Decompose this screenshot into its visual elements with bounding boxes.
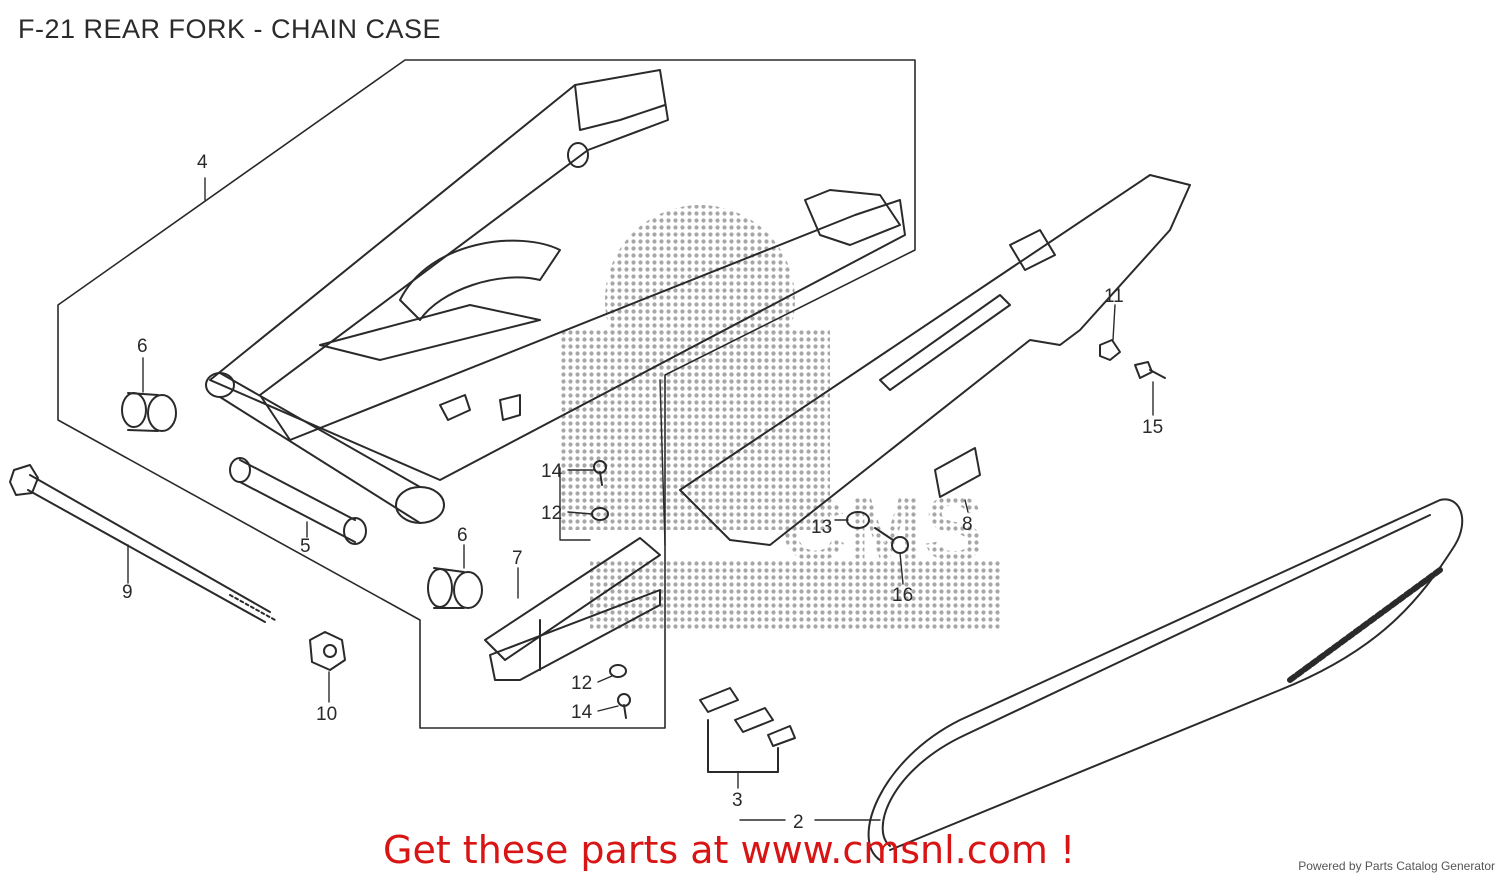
pivot-collar [229, 457, 367, 545]
callout-16: 16 [892, 585, 913, 606]
callout-2: 2 [793, 812, 804, 833]
callout-4: 4 [197, 152, 208, 173]
callout-8: 8 [962, 514, 973, 535]
chain-case-bolt-15 [1134, 361, 1166, 379]
callout-5: 5 [300, 536, 311, 557]
callout-14-upper: 14 [541, 461, 563, 482]
callout-leaders [127, 177, 1154, 821]
callout-6-lower: 6 [457, 525, 468, 546]
chain-case-label [934, 447, 981, 498]
get-parts-link[interactable]: Get these parts at www.cmsnl.com ! [383, 828, 1076, 872]
rear-fork-collar-lower [427, 567, 483, 609]
chain-case-collar-11 [1099, 339, 1121, 361]
chain-slider [484, 537, 661, 681]
rear-fork-group-frame [57, 59, 916, 729]
watermark-text: CMS [780, 478, 984, 580]
chain-joint-set [699, 687, 796, 773]
slider-screw-14-lower [617, 693, 631, 719]
callout-7: 7 [512, 548, 523, 569]
rear-fork-swingarm [205, 69, 906, 524]
chain-case [679, 174, 1191, 546]
pivot-bolt [9, 464, 276, 623]
callout-9: 9 [122, 582, 133, 603]
slider-screw-14-upper [593, 460, 607, 486]
callout-15: 15 [1142, 417, 1163, 438]
pivot-nut [309, 631, 346, 671]
diagram-title: F-21 REAR FORK - CHAIN CASE [18, 14, 442, 44]
watermark-logo: CMS [560, 205, 1000, 630]
callout-11: 11 [1104, 286, 1124, 307]
callout-6-upper: 6 [137, 336, 148, 357]
callout-3: 3 [732, 790, 743, 811]
powered-by-text: Powered by Parts Catalog Generator [1298, 859, 1495, 873]
rear-fork-collar-upper [121, 392, 177, 432]
callout-14-lower: 14 [571, 702, 593, 723]
drive-chain [867, 498, 1464, 861]
callout-12-lower: 12 [571, 673, 592, 694]
callout-13: 13 [811, 517, 832, 538]
callout-12-upper: 12 [541, 503, 562, 524]
slider-nut-12-lower [609, 664, 627, 678]
callout-numbers: 4 6 5 9 6 7 10 14 12 12 14 11 15 8 13 16… [122, 152, 1163, 833]
callout-10: 10 [316, 704, 337, 725]
